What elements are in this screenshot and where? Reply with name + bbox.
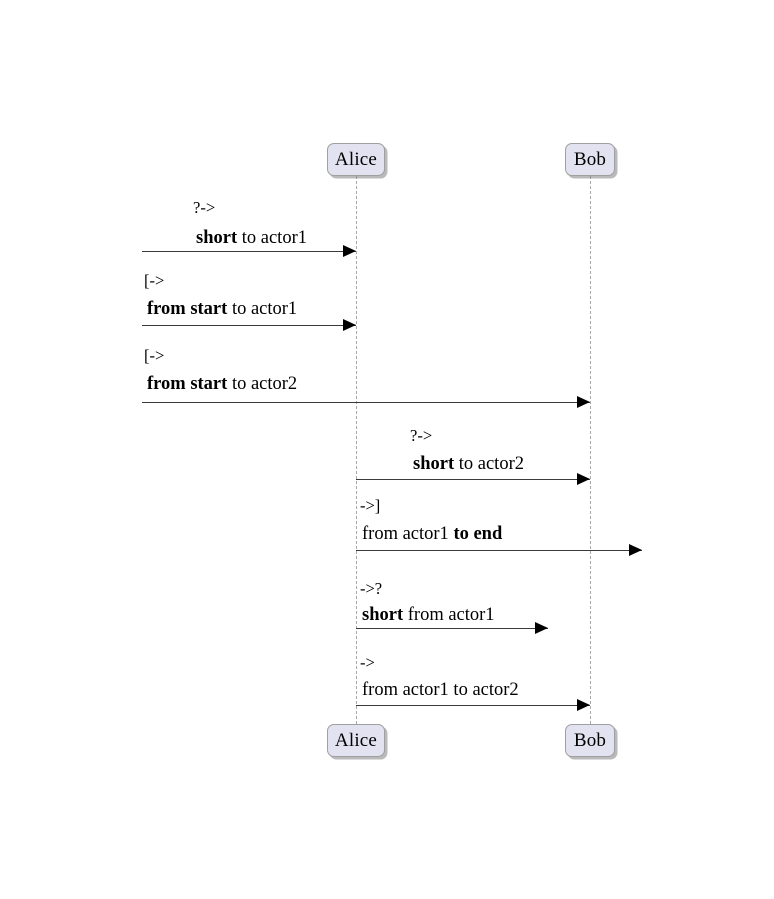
message-label: short from actor1 — [362, 605, 495, 626]
actor-label: Bob — [573, 730, 607, 751]
message-arrow-line[interactable] — [356, 479, 590, 480]
message-label-plain: to actor2 — [454, 454, 524, 474]
message-label: from actor1 to actor2 — [362, 680, 519, 701]
message-stereotype: ->] — [360, 496, 381, 515]
message-arrowhead-icon — [577, 473, 590, 485]
message-stereotype: ?-> — [193, 198, 216, 217]
message-label: from start to actor1 — [147, 299, 297, 320]
message-label-plain: from actor1 — [403, 605, 495, 625]
message-arrowhead-icon — [577, 396, 590, 408]
message-arrowhead-icon — [343, 319, 356, 331]
message-arrow-line[interactable] — [356, 705, 590, 706]
actor-label: Bob — [573, 149, 607, 170]
message-label-bold: to end — [453, 524, 503, 544]
lifeline-bob — [590, 176, 591, 724]
message-arrowhead-icon — [629, 544, 642, 556]
actor-box-alice-top[interactable]: Alice — [327, 143, 385, 176]
message-arrowhead-icon — [577, 699, 590, 711]
message-stereotype: [-> — [144, 271, 165, 290]
message-arrow-line[interactable] — [356, 628, 548, 629]
lifeline-alice — [356, 176, 357, 724]
message-label-bold: short — [196, 228, 238, 248]
message-arrow-line[interactable] — [356, 550, 642, 551]
message-label-plain: from actor1 — [362, 524, 454, 544]
message-label-plain: to actor2 — [227, 374, 298, 394]
message-label-bold: short — [362, 605, 404, 625]
message-label: from actor1 to end — [362, 524, 502, 545]
message-arrow-line[interactable] — [142, 402, 590, 403]
message-arrowhead-icon — [343, 245, 356, 257]
message-stereotype: ->? — [360, 579, 383, 598]
message-label-plain: to actor1 — [237, 228, 307, 248]
message-label-plain: from actor1 to actor2 — [362, 680, 519, 700]
message-label-bold: short — [413, 454, 455, 474]
message-stereotype: ?-> — [410, 426, 433, 445]
message-label-bold: from start — [147, 374, 228, 394]
message-arrowhead-icon — [535, 622, 548, 634]
message-label: short to actor1 — [196, 228, 307, 249]
message-stereotype: -> — [360, 653, 375, 672]
actor-label: Alice — [334, 149, 378, 170]
message-label: short to actor2 — [413, 454, 524, 475]
message-arrow-line[interactable] — [142, 251, 356, 252]
actor-label: Alice — [334, 730, 378, 751]
actor-box-alice-bottom[interactable]: Alice — [327, 724, 385, 757]
actor-box-bob-bottom[interactable]: Bob — [565, 724, 615, 757]
message-label: from start to actor2 — [147, 374, 297, 395]
message-stereotype: [-> — [144, 346, 165, 365]
message-label-plain: to actor1 — [227, 299, 298, 319]
actor-box-bob-top[interactable]: Bob — [565, 143, 615, 176]
message-arrow-line[interactable] — [142, 325, 356, 326]
message-label-bold: from start — [147, 299, 228, 319]
